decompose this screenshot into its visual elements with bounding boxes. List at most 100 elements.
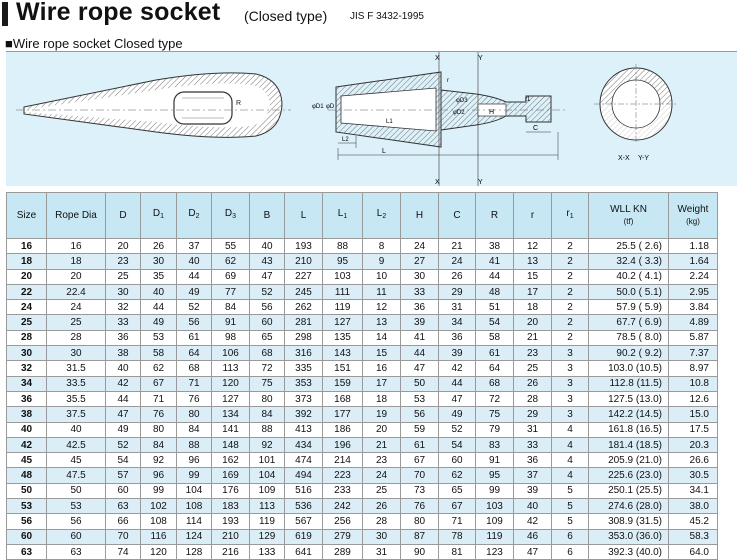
table-cell: 262 [284, 299, 323, 316]
table-cell: 80 [249, 390, 285, 408]
table-cell: 95 [322, 253, 363, 270]
page-subtitle: (Closed type) [244, 8, 328, 24]
table-cell: 119 [322, 299, 363, 316]
table-cell: 40 [140, 283, 177, 301]
table-cell: 40 [176, 253, 212, 270]
table-cell: 26 [513, 375, 552, 392]
table-cell: 242 [322, 498, 363, 515]
table-cell: 127 [322, 314, 363, 331]
table-cell: 2 [551, 268, 589, 285]
table-cell: 29 [438, 283, 476, 301]
table-header-cell: R [475, 192, 514, 239]
table-cell: 28 [6, 329, 47, 347]
table-cell: 30 [105, 283, 141, 301]
label-phi-d1: φD1 [312, 104, 324, 110]
table-cell: 25.5 ( 2.6) [588, 237, 669, 255]
table-cell: 42.5 [46, 436, 106, 454]
table-cell: 3.84 [668, 299, 718, 316]
table-cell: 108 [176, 498, 212, 515]
table-cell: 104 [249, 467, 285, 484]
table-cell: 641 [284, 543, 323, 560]
table-cell: 18 [362, 390, 401, 408]
table-cell: 40 [6, 421, 47, 438]
table-cell: 4 [551, 421, 589, 438]
table-cell: 53 [400, 390, 439, 408]
socket-drawing-svg: R X Y X Y L L2 L1 C H r φD3 [16, 52, 678, 186]
table-cell: 80 [400, 513, 439, 530]
table-cell: 52 [438, 421, 476, 438]
table-cell: 119 [249, 513, 285, 530]
table-header-cell: Weight(kg) [668, 192, 718, 239]
table-cell: 48 [475, 283, 514, 301]
table-cell: 43 [249, 253, 285, 270]
table-cell: 373 [284, 390, 323, 408]
table-cell: 44 [140, 299, 177, 316]
table-cell: 30 [6, 345, 47, 362]
table-cell: 41 [400, 329, 439, 347]
table-header-cell: D3 [211, 192, 250, 239]
table-cell: 26.6 [668, 452, 718, 469]
table-cell: 50 [6, 482, 47, 500]
table-cell: 392.3 (40.0) [588, 543, 669, 560]
table-cell: 127.5 (13.0) [588, 390, 669, 408]
table-cell: 17.5 [668, 421, 718, 438]
table-cell: 65 [438, 482, 476, 500]
table-cell: 22 [6, 283, 47, 301]
table-cell: 56 [46, 513, 106, 530]
label-y-top: Y [478, 55, 483, 62]
table-cell: 88 [322, 237, 363, 255]
table-cell: 90.2 ( 9.2) [588, 345, 669, 362]
table-cell: 69 [211, 268, 250, 285]
table-cell: 1.18 [668, 237, 718, 255]
table-cell: 63 [46, 543, 106, 560]
table-cell: 335 [284, 360, 323, 377]
table-cell: 44 [105, 390, 141, 408]
table-cell: 177 [322, 406, 363, 423]
table-cell: 298 [284, 329, 323, 347]
label-r1: r1 [525, 97, 531, 103]
table-cell: 434 [284, 436, 323, 454]
table-cell: 47.5 [46, 467, 106, 484]
label-l2: L2 [342, 137, 349, 143]
table-cell: 26 [438, 268, 476, 285]
table-cell: 37 [176, 237, 212, 255]
table-cell: 35 [140, 268, 177, 285]
table-cell: 56 [400, 406, 439, 423]
table-cell: 169 [211, 467, 250, 484]
table-cell: 78.5 ( 8.0) [588, 329, 669, 347]
table-cell: 8 [362, 237, 401, 255]
table-cell: 42 [438, 360, 476, 377]
table-cell: 58 [140, 345, 177, 362]
table-cell: 24 [362, 467, 401, 484]
table-cell: 2 [551, 283, 589, 301]
table-cell: 54 [438, 436, 476, 454]
table-cell: 84 [176, 421, 212, 438]
table-cell: 4 [551, 436, 589, 454]
table-cell: 474 [284, 452, 323, 469]
table-cell: 289 [322, 543, 363, 560]
table-cell: 38.0 [668, 498, 718, 515]
table-cell: 96 [140, 467, 177, 484]
table-cell: 7.37 [668, 345, 718, 362]
table-cell: 53 [46, 498, 106, 515]
table-cell: 9 [362, 253, 401, 270]
table-cell: 3 [551, 345, 589, 362]
label-l1: L1 [386, 119, 393, 125]
socket-section-view: X Y X Y L L2 L1 C H r φD3 φD2 φD1 φD r1 [312, 52, 566, 186]
socket-side-view: R [16, 72, 291, 138]
table-cell: 2.95 [668, 283, 718, 301]
table-cell: 1.64 [668, 253, 718, 270]
table-cell: 64.0 [668, 543, 718, 560]
table-cell: 31 [362, 543, 401, 560]
table-cell: 109 [475, 513, 514, 530]
table-cell: 42 [513, 513, 552, 530]
table-cell: 91 [211, 314, 250, 331]
table-cell: 65 [249, 329, 285, 347]
table-cell: 109 [249, 482, 285, 500]
table-cell: 20 [513, 314, 552, 331]
table-cell: 33 [105, 314, 141, 331]
table-cell: 40.2 ( 4.1) [588, 268, 669, 285]
